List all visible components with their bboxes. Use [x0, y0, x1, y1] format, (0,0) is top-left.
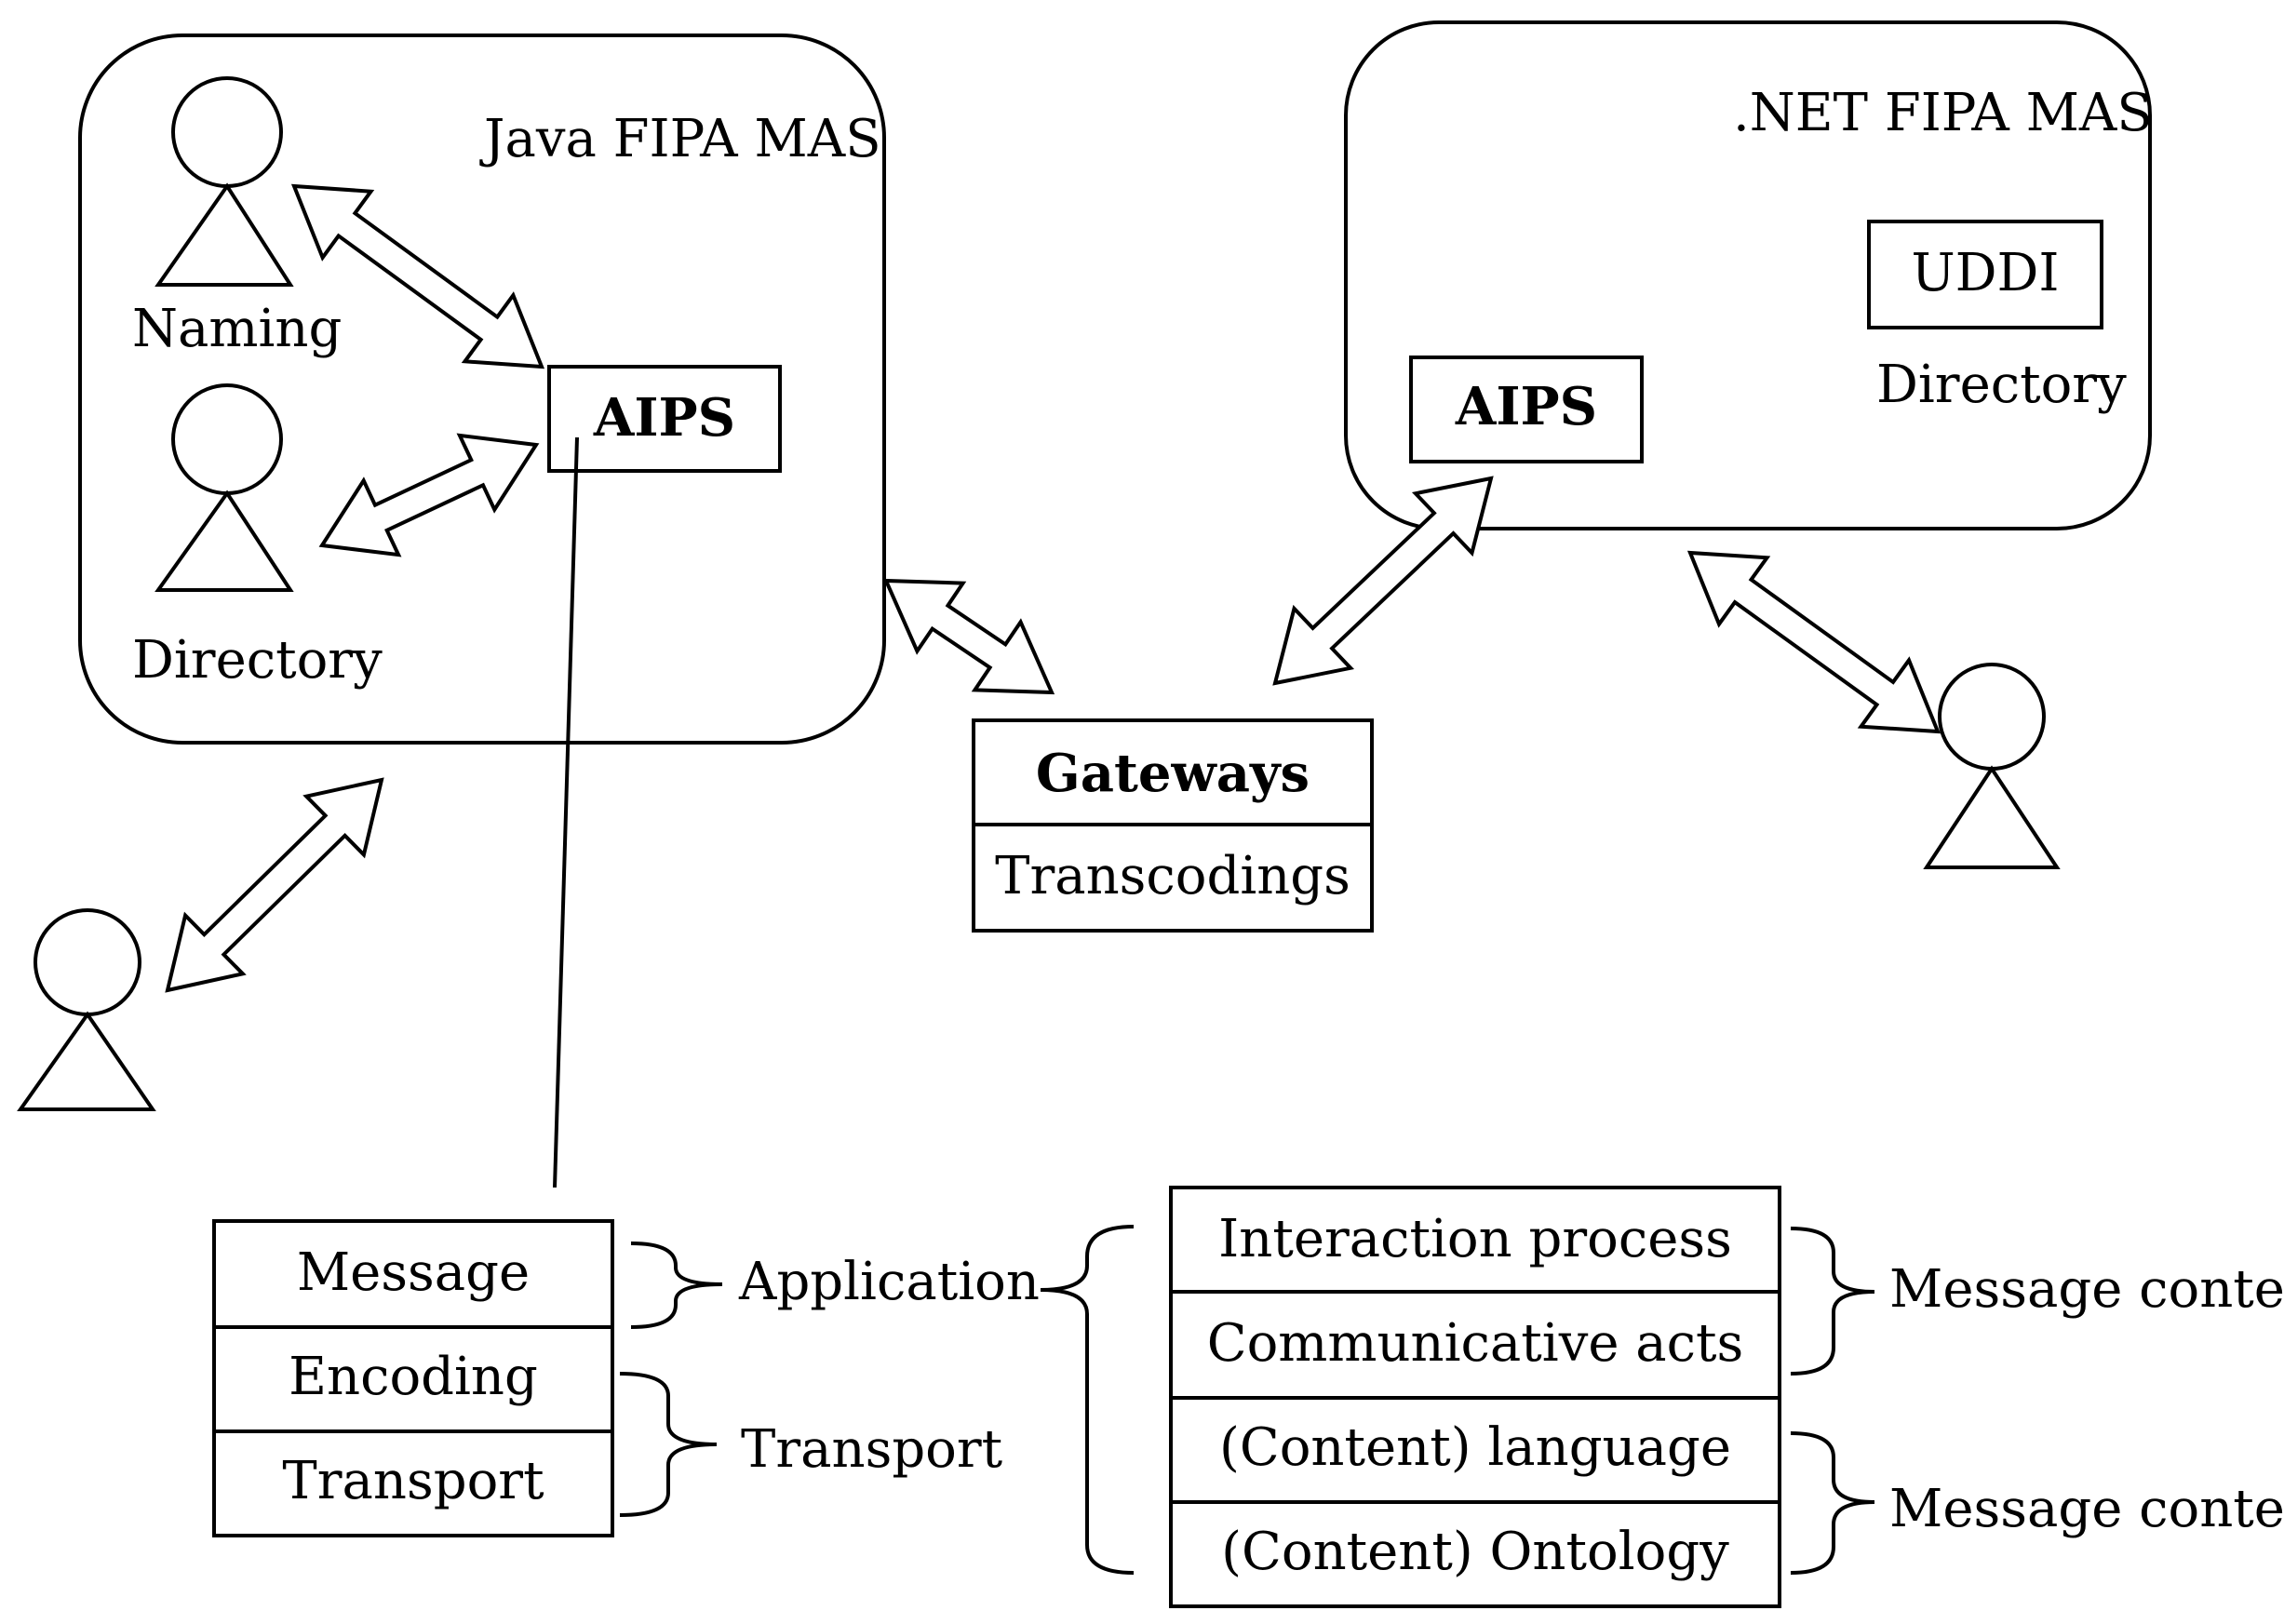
- external-agent-left-icon: [17, 908, 156, 1111]
- uddi-box: [1867, 220, 2103, 329]
- directory-agent-icon: [155, 383, 294, 592]
- net-aips-box: [1409, 356, 1644, 463]
- connection-arrows: [165, 183, 1941, 993]
- directory-label: Directory: [132, 630, 383, 691]
- external-agent-java-arrow: [165, 777, 384, 993]
- stack-row-language: (Content) language: [1219, 1417, 1731, 1478]
- java-mas-container: [78, 34, 886, 745]
- transport-label: Transport: [741, 1419, 1003, 1480]
- gateway-net-aips-arrow: [1272, 476, 1494, 686]
- naming-agent-icon: [155, 76, 294, 287]
- net-mas-container: [1344, 20, 2152, 530]
- net-mas-title: .NET FIPA MAS: [1733, 83, 2153, 143]
- java-aips-label: AIPS: [593, 387, 735, 449]
- naming-label: Naming: [132, 299, 342, 359]
- stack-row-message: Message: [297, 1242, 530, 1303]
- stack-row-encoding: Encoding: [289, 1347, 538, 1407]
- message-context-bottom-label: Message context: [1889, 1479, 2284, 1539]
- stack-row-transport: Transport: [282, 1451, 544, 1511]
- stack-row-interaction: Interaction process: [1218, 1209, 1732, 1269]
- net-aips-label: AIPS: [1455, 376, 1597, 437]
- external-agent-right-icon: [1923, 663, 2061, 869]
- left-protocol-stack: Message Encoding Transport: [212, 1219, 614, 1537]
- naming-aips-arrow: [290, 183, 545, 369]
- uddi-label: UDDI: [1911, 243, 2059, 303]
- message-context-top-label: Message context: [1889, 1259, 2284, 1320]
- application-brace: [630, 1241, 723, 1329]
- aips-to-stack-line: [553, 436, 579, 1188]
- directory-aips-arrow: [318, 433, 540, 557]
- application-detail-brace: [1040, 1225, 1135, 1575]
- transcodings-label: Transcodings: [995, 846, 1350, 906]
- java-mas-title: Java FIPA MAS: [479, 109, 881, 169]
- stack-row-communicative: Communicative acts: [1207, 1313, 1744, 1374]
- net-mas-agent-arrow: [1686, 550, 1941, 734]
- net-directory-label: Directory: [1876, 355, 2127, 415]
- application-label: Application: [738, 1252, 1040, 1312]
- transport-brace: [619, 1372, 718, 1517]
- java-aips-box: [547, 365, 782, 473]
- stack-row-ontology: (Content) Ontology: [1221, 1522, 1729, 1582]
- message-context-bottom-brace: [1790, 1431, 1875, 1575]
- java-mas-gateway-arrow: [882, 578, 1055, 695]
- gateways-label: Gateways: [1036, 743, 1310, 804]
- message-context-top-brace: [1790, 1227, 1875, 1376]
- right-protocol-stack: Interaction process Communicative acts (…: [1169, 1186, 1781, 1608]
